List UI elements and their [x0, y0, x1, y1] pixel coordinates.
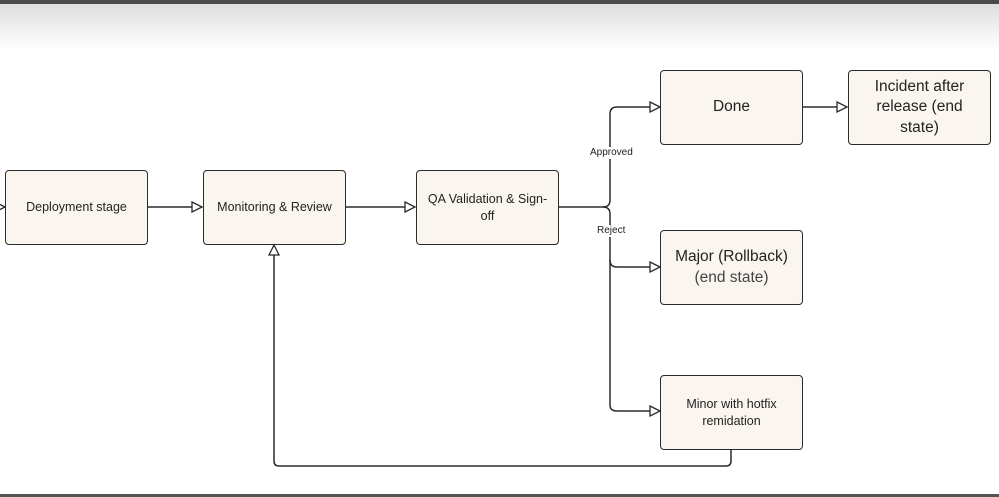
node-minor-hotfix-label: Minor with hotfix remidation	[686, 397, 777, 428]
node-deployment-stage-label: Deployment stage	[26, 200, 127, 215]
connector-qa-to-major	[602, 206, 660, 267]
window-top-bar	[0, 0, 999, 4]
node-incident-after-release[interactable]: Incident after release (end state)	[848, 70, 991, 145]
node-qa-validation-label: QA Validation & Sign-off	[427, 192, 548, 223]
node-deployment-stage[interactable]: Deployment stage	[5, 170, 148, 245]
node-monitoring-review-label: Monitoring & Review	[217, 200, 332, 215]
window-bottom-edge	[0, 494, 999, 497]
node-done-label: Done	[712, 98, 751, 116]
node-major-rollback-label: Major (Rollback)	[675, 248, 788, 266]
edge-label-reject: Reject	[596, 225, 627, 237]
edge-label-approved: Approved	[589, 147, 634, 159]
node-qa-validation[interactable]: QA Validation & Sign-off	[416, 170, 559, 245]
connector-qa-to-minor	[609, 260, 660, 411]
node-done[interactable]: Done	[660, 70, 803, 145]
node-major-rollback-sublabel: (end state)	[694, 268, 769, 286]
node-major-rollback[interactable]: Major (Rollback) (end state)	[660, 230, 803, 305]
node-minor-hotfix[interactable]: Minor with hotfix remidation	[660, 375, 803, 450]
node-incident-after-release-label: Incident after release (end state)	[874, 77, 965, 136]
toolbar-shadow	[0, 4, 999, 50]
node-monitoring-review[interactable]: Monitoring & Review	[203, 170, 346, 245]
connector-minor-to-monitoring	[274, 245, 732, 467]
